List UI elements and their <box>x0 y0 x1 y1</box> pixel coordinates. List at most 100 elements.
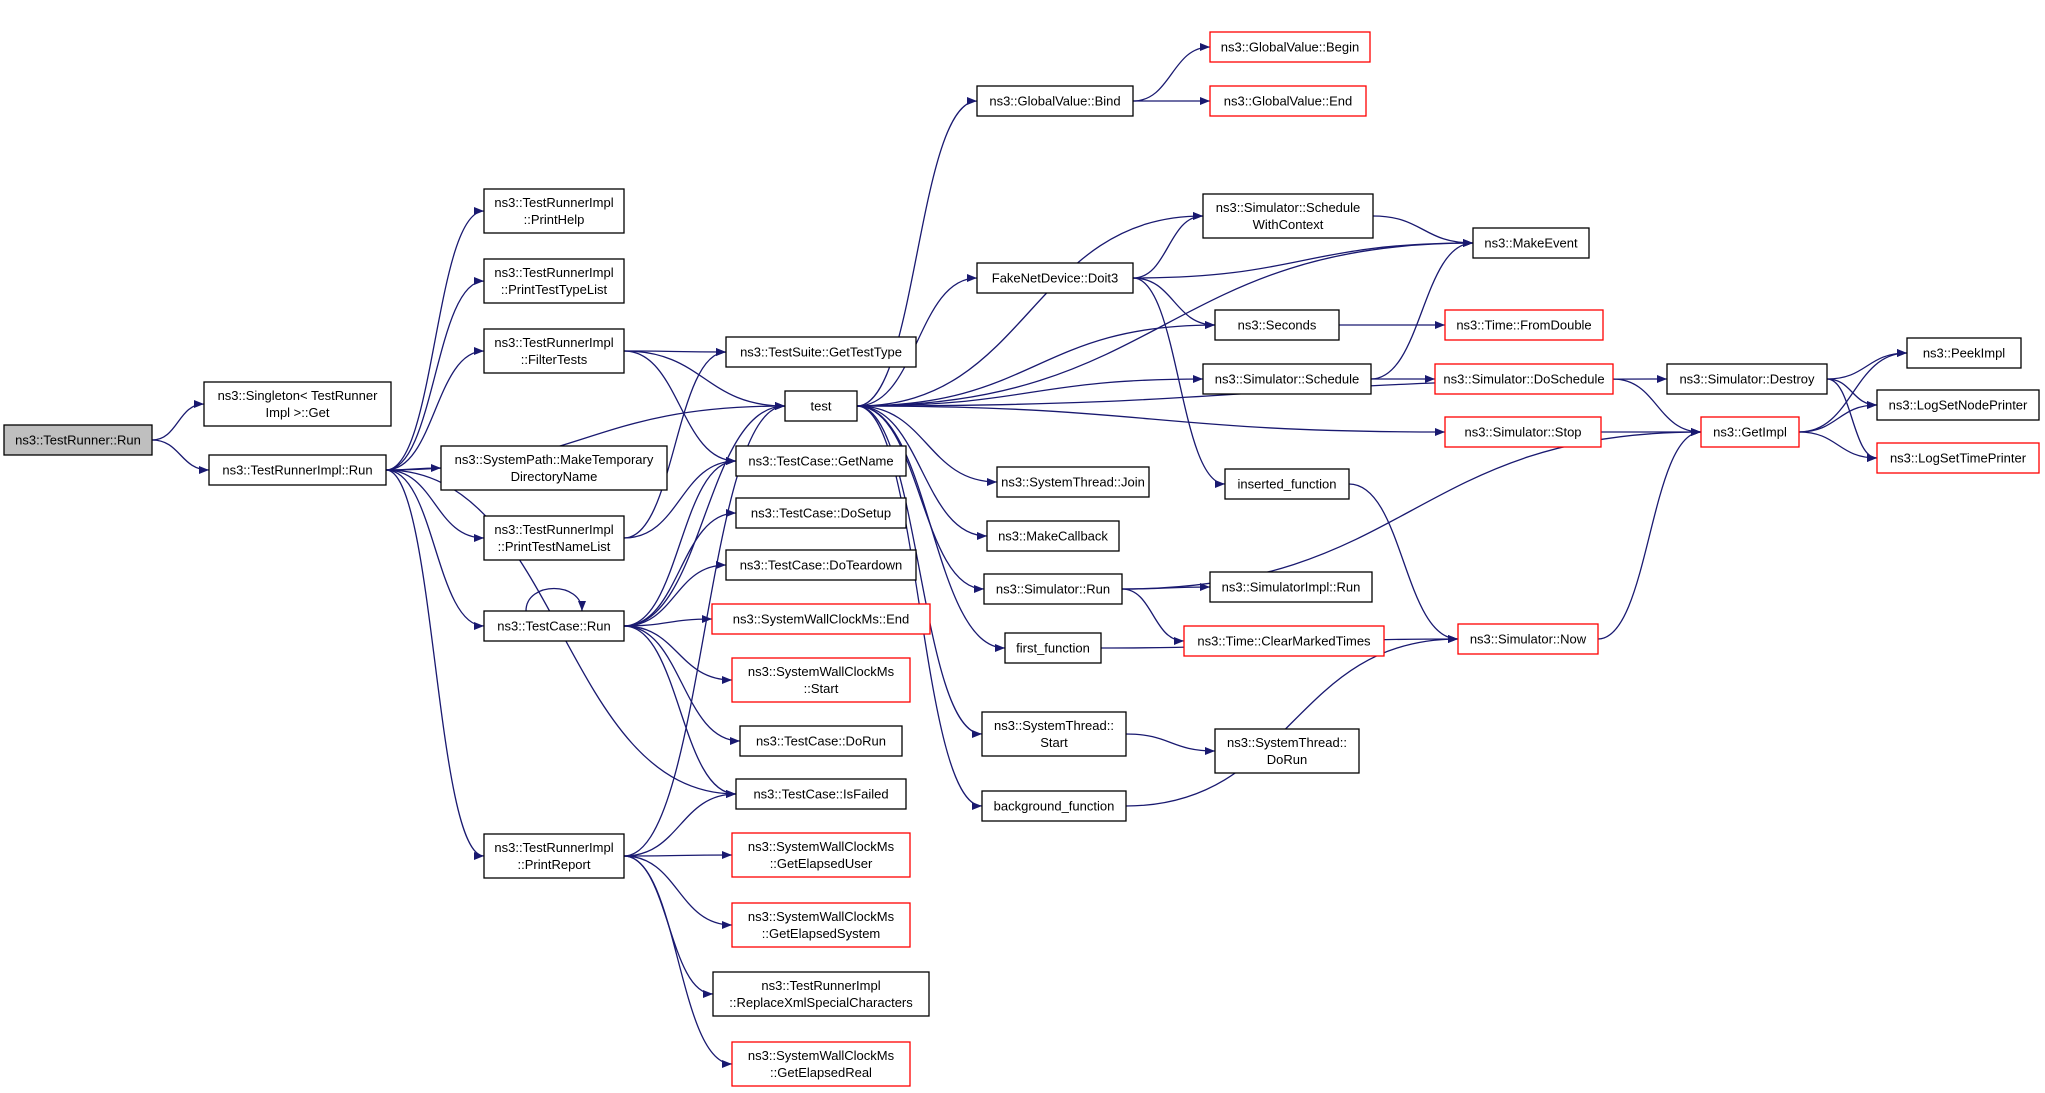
node-singleton-get[interactable]: ns3::Singleton< TestRunnerImpl >::Get <box>203 381 392 427</box>
node-label: ns3::Time::FromDouble <box>1456 318 1591 333</box>
node-printtestnamelist[interactable]: ns3::TestRunnerImpl::PrintTestNameList <box>483 515 625 561</box>
node-getelapsedreal[interactable]: ns3::SystemWallClockMs::GetElapsedReal <box>731 1041 911 1087</box>
node-box <box>981 790 1127 822</box>
node-makecallback[interactable]: ns3::MakeCallback <box>986 520 1120 552</box>
node-simulator-schedule[interactable]: ns3::Simulator::Schedule <box>1202 363 1372 395</box>
node-box <box>1202 363 1372 395</box>
node-box <box>1183 625 1385 657</box>
edge-testcase-run-to-wallclock-start <box>623 625 733 684</box>
node-background-function[interactable]: background_function <box>981 790 1127 822</box>
node-getname[interactable]: ns3::TestCase::GetName <box>735 445 907 477</box>
node-label: Impl >::Get <box>266 405 330 420</box>
edge-printreport-to-getelapseduser <box>623 851 733 860</box>
node-label: ::PrintTestNameList <box>498 539 611 554</box>
edge-simulator-now-to-getimpl <box>1597 428 1702 640</box>
node-clearmarkedtimes[interactable]: ns3::Time::ClearMarkedTimes <box>1183 625 1385 657</box>
node-box <box>784 390 858 422</box>
node-label: ns3::MakeEvent <box>1484 236 1578 251</box>
node-getelapsedsystem[interactable]: ns3::SystemWallClockMs::GetElapsedSystem <box>731 902 911 948</box>
node-testrunner-run[interactable]: ns3::TestRunner::Run <box>3 424 153 456</box>
node-printreport[interactable]: ns3::TestRunnerImpl::PrintReport <box>483 833 625 879</box>
node-simulator-now[interactable]: ns3::Simulator::Now <box>1457 623 1599 655</box>
node-simulator-destroy[interactable]: ns3::Simulator::Destroy <box>1666 363 1828 395</box>
node-dorun[interactable]: ns3::TestCase::DoRun <box>739 725 903 757</box>
node-getimpl[interactable]: ns3::GetImpl <box>1700 416 1800 448</box>
node-label: ns3::PeekImpl <box>1923 346 2005 361</box>
node-systemthread-dorun[interactable]: ns3::SystemThread::DoRun <box>1214 728 1360 774</box>
node-simulator-run[interactable]: ns3::Simulator::Run <box>983 573 1123 605</box>
node-printtesttypelist[interactable]: ns3::TestRunnerImpl::PrintTestTypeList <box>483 258 625 304</box>
node-box <box>712 971 930 1017</box>
node-box <box>203 381 392 427</box>
node-box <box>731 1041 911 1087</box>
node-isfailed[interactable]: ns3::TestCase::IsFailed <box>735 778 907 810</box>
node-printhelp[interactable]: ns3::TestRunnerImpl::PrintHelp <box>483 188 625 234</box>
edge-test-to-fakenetdevice-doit3 <box>856 274 978 407</box>
node-inserted-function[interactable]: inserted_function <box>1224 468 1350 500</box>
node-logsetnodeprinter[interactable]: ns3::LogSetNodePrinter <box>1876 389 2040 421</box>
edge-test-to-simulator-stop <box>856 405 1446 436</box>
node-label: ns3::Seconds <box>1238 318 1317 333</box>
edge-background-function-to-simulator-now <box>1125 635 1459 807</box>
node-box <box>1202 193 1374 239</box>
node-box <box>483 258 625 304</box>
node-label: background_function <box>994 799 1115 814</box>
node-globalvalue-bind[interactable]: ns3::GlobalValue::Bind <box>976 85 1134 117</box>
node-dosetup[interactable]: ns3::TestCase::DoSetup <box>735 497 907 529</box>
edge-printreport-to-isfailed <box>623 790 737 857</box>
node-label: ns3::SystemThread::Join <box>1001 475 1145 490</box>
node-box <box>725 549 917 581</box>
node-makeevent[interactable]: ns3::MakeEvent <box>1472 227 1590 259</box>
node-label: ns3::TestCase::Run <box>497 619 610 634</box>
node-doschedule[interactable]: ns3::Simulator::DoSchedule <box>1434 363 1614 395</box>
node-label: ns3::TestRunnerImpl <box>761 978 880 993</box>
node-systemthread-start[interactable]: ns3::SystemThread::Start <box>981 711 1127 757</box>
node-label: ::GetElapsedUser <box>770 856 873 871</box>
node-testrunnerimpl-run[interactable]: ns3::TestRunnerImpl::Run <box>208 454 387 486</box>
node-doteardown[interactable]: ns3::TestCase::DoTeardown <box>725 549 917 581</box>
node-box <box>1444 309 1604 341</box>
node-simulatorimpl-run[interactable]: ns3::SimulatorImpl::Run <box>1209 571 1373 603</box>
node-test[interactable]: test <box>784 390 858 422</box>
node-box <box>1224 468 1350 500</box>
node-maketemporarydirectoryname[interactable]: ns3::SystemPath::MakeTemporaryDirectoryN… <box>440 445 668 491</box>
node-systemthread-join[interactable]: ns3::SystemThread::Join <box>996 466 1150 498</box>
node-label: ns3::GlobalValue::Bind <box>989 94 1120 109</box>
edge-filtertests-to-getname <box>623 350 737 465</box>
node-box <box>731 832 911 878</box>
node-box <box>725 336 917 368</box>
edge-simulator-run-to-clearmarkedtimes <box>1121 588 1185 645</box>
node-seconds[interactable]: ns3::Seconds <box>1214 309 1340 341</box>
node-box <box>1876 442 2040 474</box>
node-replacexml[interactable]: ns3::TestRunnerImpl::ReplaceXmlSpecialCh… <box>712 971 930 1017</box>
node-globalvalue-end[interactable]: ns3::GlobalValue::End <box>1209 85 1367 117</box>
node-fromdouble[interactable]: ns3::Time::FromDouble <box>1444 309 1604 341</box>
node-label: ns3::TestRunnerImpl <box>494 522 613 537</box>
node-label: ns3::TestCase::DoSetup <box>751 506 891 521</box>
node-testcase-run[interactable]: ns3::TestCase::Run <box>483 610 625 642</box>
node-label: Start <box>1040 735 1068 750</box>
node-label: FakeNetDevice::Doit3 <box>992 271 1118 286</box>
node-wallclock-end[interactable]: ns3::SystemWallClockMs::End <box>711 603 931 635</box>
node-filtertests[interactable]: ns3::TestRunnerImpl::FilterTests <box>483 328 625 374</box>
node-first-function[interactable]: first_function <box>1004 632 1102 664</box>
node-wallclock-start[interactable]: ns3::SystemWallClockMs::Start <box>731 657 911 703</box>
node-label: ::GetElapsedReal <box>770 1065 872 1080</box>
edge-filtertests-to-test <box>623 350 786 410</box>
node-box <box>976 262 1134 294</box>
node-simulator-stop[interactable]: ns3::Simulator::Stop <box>1444 416 1602 448</box>
edge-inserted-function-to-simulator-now <box>1348 483 1459 643</box>
node-logsettimeprinter[interactable]: ns3::LogSetTimePrinter <box>1876 442 2040 474</box>
edge-globalvalue-bind-to-globalvalue-begin <box>1132 43 1211 102</box>
node-globalvalue-begin[interactable]: ns3::GlobalValue::Begin <box>1209 31 1371 63</box>
node-label: ns3::TestRunnerImpl <box>494 265 613 280</box>
node-getelapseduser[interactable]: ns3::SystemWallClockMs::GetElapsedUser <box>731 832 911 878</box>
node-box <box>440 445 668 491</box>
call-edges <box>151 43 1908 1068</box>
node-label: ns3::GetImpl <box>1713 425 1787 440</box>
node-gettesttype[interactable]: ns3::TestSuite::GetTestType <box>725 336 917 368</box>
node-fakenetdevice-doit3[interactable]: FakeNetDevice::Doit3 <box>976 262 1134 294</box>
node-peekimpl[interactable]: ns3::PeekImpl <box>1906 337 2022 369</box>
edge-simulator-run-to-getimpl <box>1121 428 1702 590</box>
